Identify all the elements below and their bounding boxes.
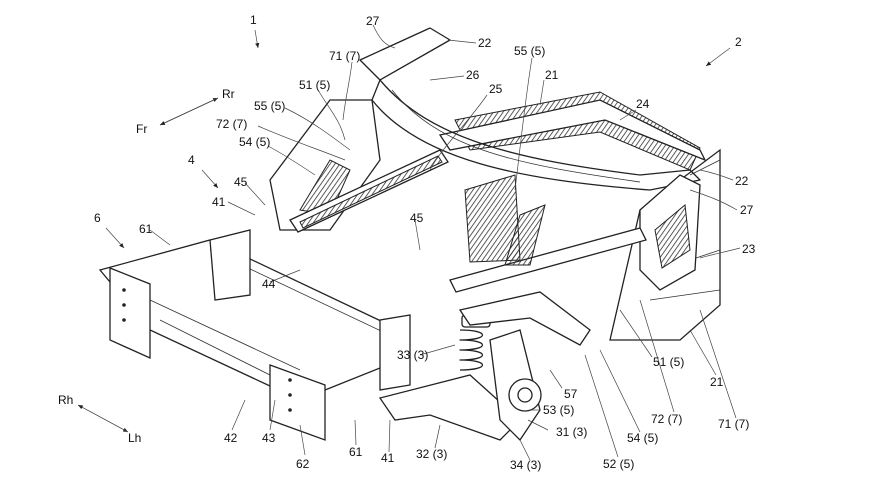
label-57: 57 [564,387,578,401]
label-25: 25 [489,82,503,96]
label-44: 44 [262,277,276,291]
label-33: 33 (3) [397,348,428,362]
label-21-bottom: 21 [710,375,724,389]
label-51-left: 51 (5) [299,78,330,92]
label-22-top: 22 [478,36,492,50]
upper-arm [458,291,591,346]
cowl-top [438,99,707,162]
label-72-right: 72 (7) [651,412,682,426]
label-53: 53 (5) [543,403,574,417]
label-43: 43 [262,431,276,445]
label-32: 32 (3) [416,447,447,461]
label-31: 31 (3) [556,425,587,439]
label-fr: Fr [136,122,147,136]
label-55-left: 55 (5) [254,99,285,113]
label-42: 42 [224,431,238,445]
label-rr: Rr [222,87,235,101]
reference-labels: 1 2 4 6 27 22 71 (7) 51 (5) 55 (5) 72 (7… [58,13,756,472]
upper-arch-frame [359,27,451,81]
label-61-bottom: 61 [349,445,363,459]
label-41-bottom: 41 [381,451,395,465]
label-71-right: 71 (7) [718,417,749,431]
label-51-right: 51 (5) [653,355,684,369]
label-61-top: 61 [139,222,153,236]
label-72-left: 72 (7) [216,117,247,131]
label-54-left: 54 (5) [239,135,270,149]
label-1: 1 [250,13,257,27]
label-6: 6 [94,211,101,225]
label-lh: Lh [128,431,141,445]
label-52: 52 (5) [603,457,634,471]
label-45-right: 45 [410,211,424,225]
bumper-right-plate [269,364,326,441]
direction-arrows [77,29,731,433]
rear-cross-bar [449,227,647,293]
label-2: 2 [735,35,742,49]
label-26: 26 [466,68,480,82]
bumper-left-plate [109,267,151,360]
label-55-right: 55 (5) [514,44,545,58]
vehicle-body-drawing [98,27,721,442]
lower-arm [378,374,521,441]
label-4: 4 [188,153,195,167]
label-27-top: 27 [366,14,380,28]
crash-box-right [379,314,411,391]
label-24: 24 [636,97,650,111]
label-rh: Rh [58,393,73,407]
leader-lines [149,24,741,461]
label-21-top: 21 [545,68,559,82]
label-27-right: 27 [740,203,754,217]
label-41-top: 41 [212,195,226,209]
label-22-right: 22 [735,174,749,188]
label-54-right: 54 (5) [627,431,658,445]
label-34: 34 (3) [510,458,541,472]
label-23: 23 [742,242,756,256]
label-45-left: 45 [234,175,248,189]
label-71-left: 71 (7) [329,49,360,63]
crash-box-left [209,229,251,301]
label-62: 62 [296,457,310,471]
